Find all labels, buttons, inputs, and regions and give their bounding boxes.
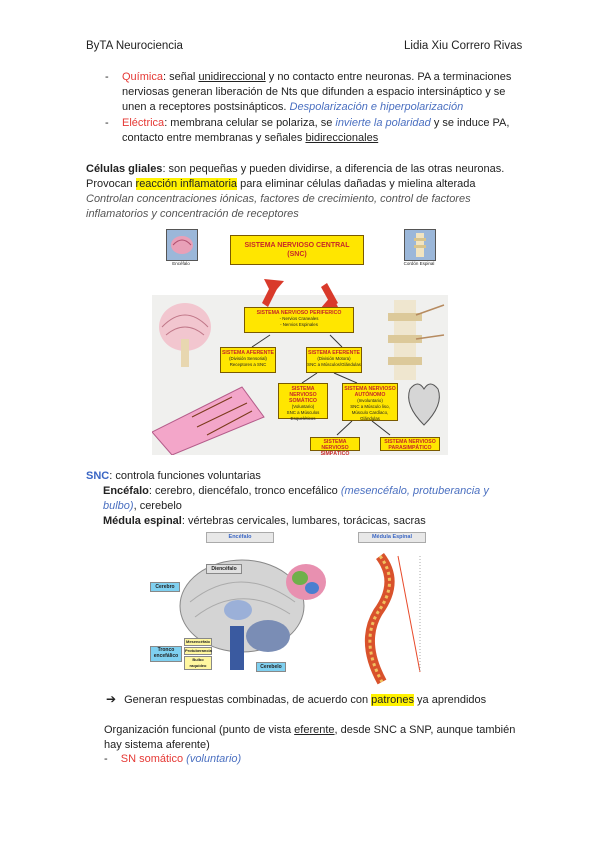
- org-line2: hay sistema aferente): [104, 739, 210, 751]
- nervous-system-diagram: Encéfalo Cordón Espinal SISTEMA NERVIOSO…: [152, 225, 448, 455]
- electrica-text: : membrana celular se polariza, se: [164, 117, 336, 129]
- somatico-title: SISTEMA NERVIOSO SOMÁTICO: [289, 386, 317, 404]
- autonomo-title: SISTEMA NERVIOSO AUTÓNOMO: [344, 386, 396, 398]
- glia-line2a: Provocan: [86, 178, 136, 190]
- label-bulbo: Bulbo raquídeo: [184, 656, 212, 670]
- encefalo-text: : cerebro, diencéfalo, tronco encefálico: [148, 485, 341, 497]
- spine-illustration: [388, 300, 445, 380]
- brain-spine-figure: Encéfalo Médula Espinal Cerebro Diencéfa…: [150, 530, 446, 685]
- label-tronco: Tronco encefálico: [150, 646, 182, 662]
- eferente-title: SISTEMA EFERENTE: [308, 350, 360, 356]
- snc-box-title: SISTEMA NERVIOSO CENTRAL: [244, 242, 350, 249]
- label-protuberancia: Protuberancia: [184, 647, 212, 655]
- encefalo-caption: Encéfalo: [172, 261, 190, 266]
- somatico-box: SISTEMA NERVIOSO SOMÁTICO (Voluntario) S…: [278, 383, 328, 421]
- figure-artwork: [179, 552, 421, 685]
- label-mesencefalo: Mesencéfalo: [184, 638, 212, 646]
- snp-box-title: SISTEMA NERVIOSO PERIFERICO: [256, 310, 342, 316]
- label-cerebelo: Cerebelo: [256, 662, 286, 672]
- arrow-text-c: ya aprendidos: [413, 694, 487, 706]
- encefalo-italic-1: (mesencéfalo, protuberancia y: [340, 485, 489, 497]
- eferente-box: SISTEMA EFERENTE (División Motora) SNC a…: [306, 347, 362, 373]
- glia-line3: Controlan concentraciones iónicas, facto…: [86, 193, 471, 205]
- somatico-note: SNC a Músculos Esqueléticos: [286, 410, 320, 421]
- arrow-icon: ➔: [106, 692, 117, 706]
- snc-term: SNC: [86, 470, 110, 482]
- quimica-term: Química: [122, 71, 163, 83]
- electrica-bidireccionales: bidireccionales: [305, 132, 379, 144]
- somatico-sub: (Voluntario): [291, 404, 315, 409]
- snp-box-l1: - Nervios Craneales: [279, 316, 319, 321]
- quimica-text-2: y no contacto entre neuronas. PA a termi…: [265, 71, 512, 83]
- snp-box: SISTEMA NERVIOSO PERIFERICO - Nervios Cr…: [244, 307, 354, 333]
- org-text-a: Organización funcional (punto de vista: [104, 724, 295, 736]
- dash: -: [105, 117, 109, 129]
- glia-line1: Células gliales: son pequeñas y pueden d…: [86, 162, 504, 176]
- aferente-box: SISTEMA AFERENTE (División Sensorial) Re…: [220, 347, 276, 373]
- org-text-c: , desde SNC a SNP, aunque también: [334, 724, 516, 736]
- eferente-note: SNC a Músculos/Glándulas: [307, 362, 361, 367]
- aferente-title: SISTEMA AFERENTE: [221, 350, 275, 356]
- medula-term: Médula espinal: [103, 515, 182, 527]
- header-right: Lidia Xiu Correro Rivas: [404, 40, 523, 52]
- muscle-illustration: [152, 386, 265, 455]
- snc-text: : controla funciones voluntarias: [109, 470, 261, 482]
- heart-illustration: [408, 383, 440, 426]
- label-diencefalo: Diencéfalo: [206, 564, 242, 574]
- figure-encefalo-title: Encéfalo: [206, 532, 274, 543]
- somatico-term: SN somático: [120, 753, 187, 765]
- quimica-line3: unen a receptores postsinápticos.: [122, 101, 290, 113]
- encefalo-italic-2: bulbo): [103, 500, 134, 512]
- eferente-sub: (División Motora): [317, 356, 351, 361]
- glia-term: Células gliales: [86, 163, 163, 175]
- quimica-line2: nerviosas generan liberación de Nts que …: [122, 86, 506, 98]
- parasimpatico-box: SISTEMA NERVIOSO PARASIMPÁTICO: [380, 437, 440, 451]
- electrica-invierte: invierte la polaridad: [335, 117, 431, 129]
- autonomo-sub: (Involuntario): [357, 398, 383, 403]
- snc-box-sub: (SNC): [287, 251, 307, 258]
- spine-thumbnail: [404, 229, 436, 261]
- glia-inflamatoria: reacción inflamatoria: [135, 178, 238, 190]
- electrica-line2: contacto entre membranas y señales: [122, 132, 306, 144]
- simpatico-box: SISTEMA NERVIOSO SIMPÁTICO: [310, 437, 360, 455]
- glia-line1-rest: : son pequeñas y pueden dividirse, a dif…: [162, 163, 505, 175]
- header-left: ByTA Neurociencia: [86, 40, 183, 52]
- autonomo-box: SISTEMA NERVIOSO AUTÓNOMO (Involuntario)…: [342, 383, 398, 421]
- quimica-polarizacion: Despolarización e hiperpolarización: [289, 101, 464, 113]
- glia-line4: inflamatorios y concentración de recepto…: [86, 208, 299, 220]
- cordon-caption: Cordón Espinal: [403, 261, 435, 266]
- medula-text: : vértebras cervicales, lumbares, toráci…: [181, 515, 426, 527]
- snp-box-l2: - Nervios Espinales: [280, 322, 318, 327]
- quimica-unidireccional: unidireccional: [198, 71, 266, 83]
- autonomo-note: SNC a Músculo liso, Músculo Cardíaco, Gl…: [350, 404, 390, 421]
- org-eferente: eferente: [294, 724, 335, 736]
- bullet-somatico: - SN somático (voluntario): [104, 753, 241, 765]
- snc-box: SISTEMA NERVIOSO CENTRAL (SNC): [230, 235, 364, 265]
- dash: -: [105, 71, 109, 83]
- label-cerebro: Cerebro: [150, 582, 180, 592]
- brain-illustration: [159, 303, 211, 367]
- aferente-note: Receptores a SNC: [229, 362, 267, 367]
- brain-thumbnail: [166, 229, 198, 261]
- arrow-text-a: Generan respuestas combinadas, de acuerd…: [124, 694, 372, 706]
- arrow-patrones: patrones: [371, 694, 414, 706]
- arrow-statement: ➔ Generan respuestas combinadas, de acue…: [106, 692, 486, 706]
- dash: -: [104, 753, 108, 765]
- electrica-text-2: y se induce PA,: [430, 117, 510, 129]
- encefalo-term: Encéfalo: [103, 485, 149, 497]
- figure-medula-title: Médula Espinal: [358, 532, 426, 543]
- somatico-voluntario: (voluntario): [186, 753, 242, 765]
- electrica-term: Eléctrica: [122, 117, 165, 129]
- glia-line2c: para eliminar células dañadas y mielina …: [237, 178, 476, 190]
- quimica-text: : señal: [162, 71, 199, 83]
- aferente-sub: (División Sensorial): [229, 356, 267, 361]
- encefalo-text-2: , cerebelo: [133, 500, 182, 512]
